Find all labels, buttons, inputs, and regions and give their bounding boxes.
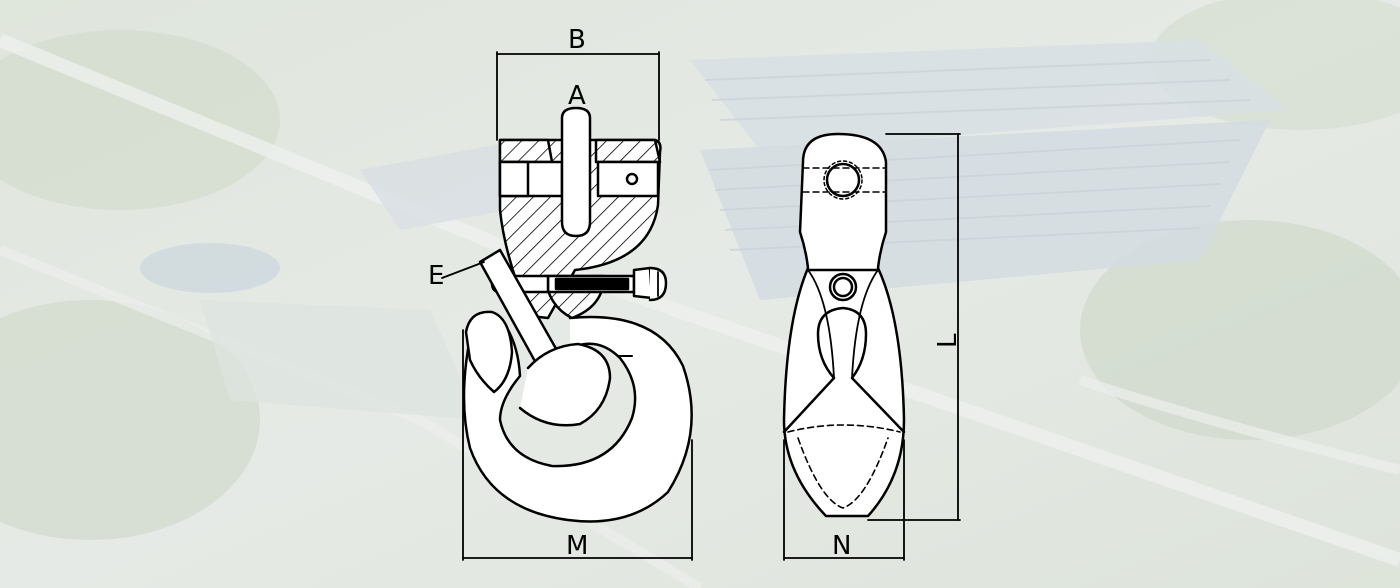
side-view [441, 51, 693, 561]
front-view [782, 132, 961, 561]
dimension-label-b: B [568, 25, 586, 55]
dimension-label-m: M [566, 531, 588, 561]
dimension-label-l: L [933, 333, 963, 348]
dimension-label-n: N [832, 531, 851, 561]
dimension-label-e: E [428, 261, 444, 291]
dimension-label-a: A [568, 81, 586, 111]
